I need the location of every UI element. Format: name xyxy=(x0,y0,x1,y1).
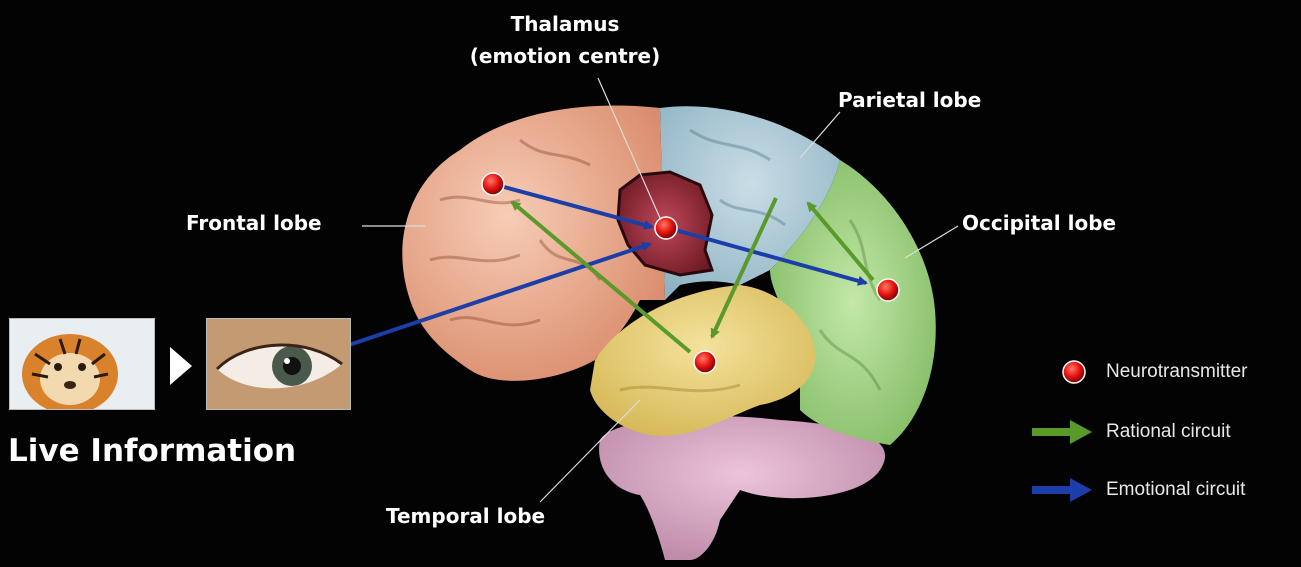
legend-emotional-label: Emotional circuit xyxy=(1106,479,1245,501)
legend-emotional: Emotional circuit xyxy=(1030,473,1295,507)
legend-rational-label: Rational circuit xyxy=(1106,421,1231,443)
tiger-image xyxy=(9,318,155,410)
thalamus-label-line2: (emotion centre) xyxy=(440,40,690,72)
green-arrow-icon xyxy=(1030,415,1100,449)
red-dot-icon xyxy=(1030,355,1100,389)
frontal-lobe-label: Frontal lobe xyxy=(186,211,322,235)
eye-image xyxy=(206,318,351,410)
thalamus-label-line1: Thalamus xyxy=(440,8,690,40)
live-information-label: Live Information xyxy=(8,433,296,469)
parietal-lobe-label: Parietal lobe xyxy=(838,88,981,112)
legend-rational: Rational circuit xyxy=(1030,415,1295,449)
temporal-lobe-label: Temporal lobe xyxy=(386,504,545,528)
neurotransmitter-frontal xyxy=(482,173,504,195)
neurotransmitter-temporal xyxy=(694,351,716,373)
neurotransmitter-occipital xyxy=(877,279,899,301)
occipital-lobe-label: Occipital lobe xyxy=(962,211,1116,235)
blue-arrow-icon xyxy=(1030,473,1100,507)
thalamus-label: Thalamus (emotion centre) xyxy=(440,8,690,72)
legend-neurotransmitter: Neurotransmitter xyxy=(1030,355,1295,389)
legend-neurotransmitter-label: Neurotransmitter xyxy=(1106,361,1248,383)
cerebellum xyxy=(599,416,885,560)
neurotransmitter-thalamus xyxy=(655,217,677,239)
play-triangle-icon xyxy=(170,347,192,385)
